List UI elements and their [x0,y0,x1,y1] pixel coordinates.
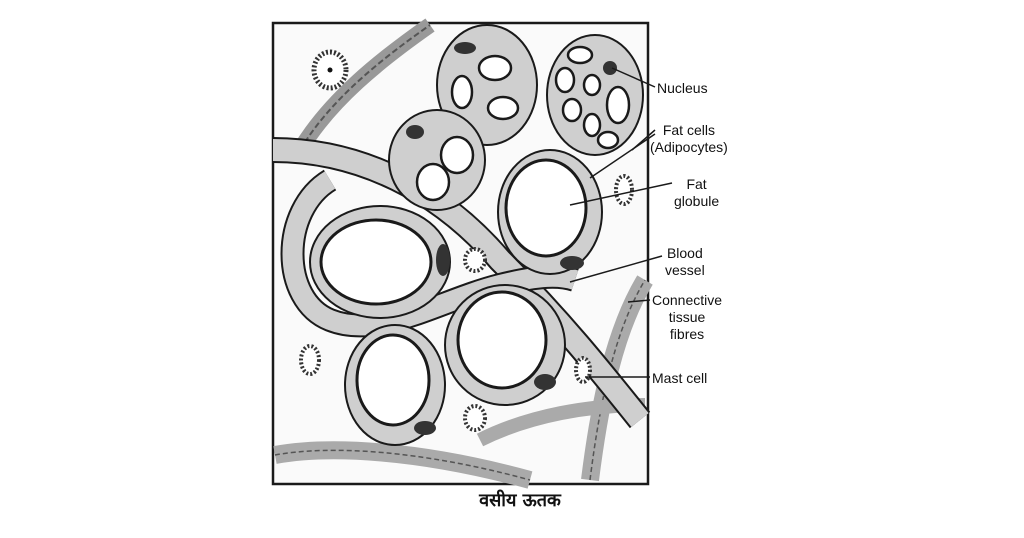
label-mast-cell: Mast cell [652,370,708,386]
blood-vessel [272,137,651,429]
label-fat-cells-line1: Fat cells [662,122,715,138]
label-adipocytes: (Adipocytes) [650,139,728,155]
fat-cell [436,24,538,146]
fat-cell [309,205,451,319]
label-connective-line1: Connective [652,292,723,308]
diagram-caption: वसीय ऊतक [479,490,561,511]
fat-globule [504,158,588,258]
label-blood-vessel-line1: Blood [666,245,703,261]
label-connective-line2: tissue [668,309,706,325]
label-nucleus: Nucleus [657,80,708,96]
fat-cell [497,149,603,275]
label-connective-tissue-fibres: Connective tissue fibres [652,292,722,343]
fat-cell [388,109,486,211]
mast-cell [299,49,634,432]
label-fat-globule-line2: globule [674,193,720,209]
label-blood-vessel-line2: vessel [665,262,705,278]
leader-lines [569,67,673,378]
label-fat-globule: Fat globule [674,176,719,210]
fat-cell [546,34,644,156]
fat-cell [444,284,566,406]
label-blood-vessel: Blood vessel [665,245,705,279]
label-connective-line3: fibres [669,326,705,342]
fat-cell [344,324,446,446]
label-fat-cells: Fat cells (Adipocytes) [650,122,728,156]
label-fat-globule-line1: Fat [686,176,707,192]
